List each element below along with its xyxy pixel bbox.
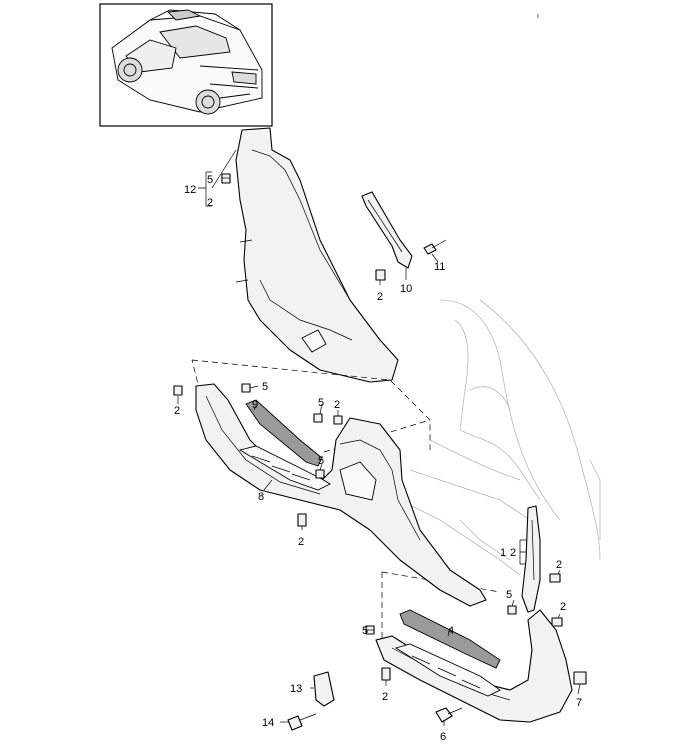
screw-part-14 <box>287 713 317 731</box>
leader-lines <box>177 149 581 726</box>
label-14: 14 <box>262 717 274 729</box>
screw-part-11 <box>423 239 447 255</box>
label-10: 10 <box>400 283 412 295</box>
clip-part-13 <box>313 671 335 707</box>
label-5-b: 5 <box>318 397 324 409</box>
part-labels: 12 5 2 10 11 2 2 5 9 5 2 5 8 2 1 2 2 5 2… <box>174 174 582 743</box>
label-4: 4 <box>448 625 454 637</box>
body-outline <box>399 299 601 576</box>
lower-trim-panel <box>195 383 487 607</box>
label-13: 13 <box>290 683 302 695</box>
upper-trim-panel <box>235 127 399 383</box>
label-2-b: 2 <box>174 405 180 417</box>
label-2-c: 2 <box>334 399 340 411</box>
sill-step-upper <box>238 445 331 491</box>
label-11: 11 <box>434 261 445 273</box>
label-12-2: 2 <box>207 197 213 209</box>
clips-lower <box>173 383 343 527</box>
clip-upper-5 <box>221 173 231 184</box>
label-5-c: 5 <box>318 455 324 467</box>
label-6: 6 <box>440 731 446 743</box>
lower-sill-trim <box>375 609 573 723</box>
label-8: 8 <box>258 491 264 503</box>
corner-mark: ı <box>537 13 539 20</box>
sill-step-lower <box>394 643 501 697</box>
screw-part-6 <box>435 707 463 723</box>
label-2-g: 2 <box>382 691 388 703</box>
b-pillar-trim <box>521 505 541 613</box>
label-2-f: 2 <box>560 601 566 613</box>
vehicle-thumbnail <box>99 3 273 127</box>
sill-insert-part-9 <box>245 399 323 467</box>
label-1-2: 2 <box>510 547 516 559</box>
label-2-d: 2 <box>298 536 304 548</box>
label-2-e: 2 <box>556 559 562 571</box>
label-12: 12 <box>184 184 196 196</box>
bracket-part-10 <box>361 191 413 269</box>
sill-insert-part-4 <box>399 609 501 669</box>
label-5-e: 5 <box>362 625 368 637</box>
label-2-a: 2 <box>377 291 383 303</box>
label-12-5: 5 <box>207 174 213 186</box>
label-7: 7 <box>576 697 582 709</box>
label-5-a: 5 <box>262 381 268 393</box>
label-9: 9 <box>252 399 258 411</box>
label-1: 1 <box>500 547 506 559</box>
label-5-d: 5 <box>506 589 512 601</box>
clip-upper-2 <box>375 269 386 281</box>
